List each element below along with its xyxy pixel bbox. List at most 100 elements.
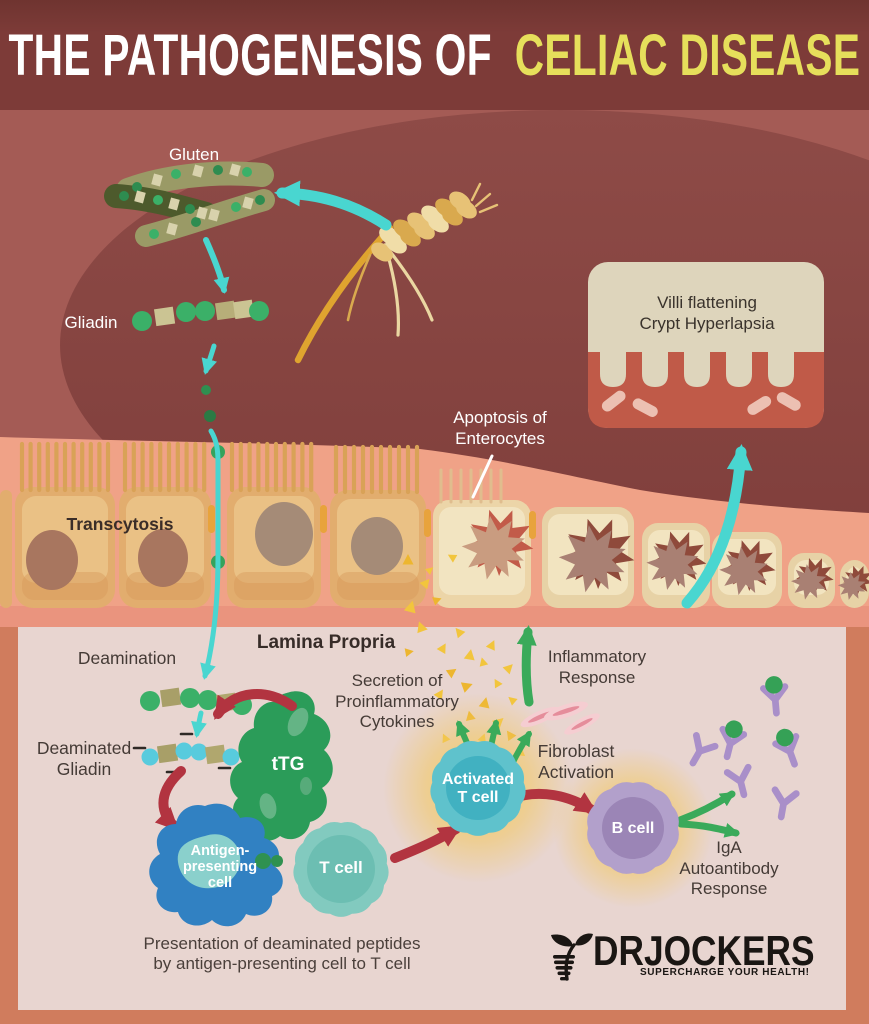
- peptide-unit: [156, 743, 179, 764]
- cytokine-triangle: [403, 600, 416, 614]
- cytokine-triangle: [447, 554, 458, 563]
- cytokine-triangle: [485, 640, 495, 651]
- basement-membrane-band: [0, 606, 869, 627]
- cell-nucleus: [351, 517, 403, 575]
- peptide-unit: [176, 302, 196, 322]
- gluten-molecule: [104, 161, 275, 247]
- peptide-unit: [204, 744, 227, 765]
- arrow-wheat-to-gluten: [274, 180, 392, 231]
- antigen-presenting-cell: [149, 803, 283, 927]
- antibody-icon: [719, 720, 748, 761]
- cytokine-triangle: [460, 682, 473, 693]
- cytokine-triangle: [436, 643, 446, 654]
- gluten-label: Gluten: [168, 145, 220, 164]
- arrow-to-villi-box: [681, 444, 753, 609]
- arrow-tcell-activation: [390, 824, 462, 863]
- peptide-unit: [175, 742, 193, 760]
- title-banner: THE PATHOGENESIS OF CELIAC DISEASE: [0, 0, 869, 110]
- logo-tagline: SUPERCHARGE YOUR HEALTH!: [640, 967, 810, 978]
- cell-nucleus: [26, 530, 78, 590]
- gliadin-label: Gliadin: [64, 313, 118, 332]
- iga-antibodies: [689, 676, 800, 821]
- peptide-unit: [190, 743, 208, 761]
- ttg-enzyme: [230, 691, 333, 841]
- ttg-label: tTG: [271, 754, 305, 775]
- arrow-iga-upper: [676, 790, 736, 824]
- cell-nucleus: [138, 529, 188, 587]
- inflammatory-label: Inflammatory Response: [547, 647, 647, 687]
- peptide-unit: [140, 691, 160, 711]
- antigen-dot: [776, 728, 794, 747]
- antibody-icon: [723, 763, 752, 799]
- fibroblasts: [520, 701, 600, 735]
- bcell-label: B cell: [611, 820, 655, 837]
- gliadin-molecule: [132, 299, 269, 331]
- flattened-villi: [600, 352, 794, 387]
- b-cell: [587, 782, 679, 874]
- antibody-icon: [760, 676, 789, 717]
- antibody-icon: [771, 786, 800, 821]
- lamina-propria-label: Lamina Propria: [256, 632, 396, 653]
- arrow-deamination: [191, 710, 207, 738]
- title-prefix: THE PATHOGENESIS OF: [8, 22, 493, 88]
- arrow-to-apc: [154, 766, 186, 831]
- flow-arrows-red: [154, 689, 598, 863]
- peptide-unit: [153, 306, 176, 327]
- epithelial-cells: [0, 487, 869, 608]
- antibody-icon: [772, 728, 800, 768]
- epithelial-cell: [0, 490, 12, 608]
- cytokine-triangle: [419, 578, 430, 590]
- arrow-gliadin-down: [201, 343, 217, 375]
- activated-tcell-label: Activated T cell: [441, 771, 515, 807]
- cytokine-triangle: [417, 621, 428, 634]
- villi-flattening-box: [588, 262, 824, 428]
- arrow-transcytosis: [200, 428, 221, 680]
- page-title: THE PATHOGENESIS OF CELIAC DISEASE: [9, 22, 861, 89]
- iga-label: IgA Autoantibody Response: [679, 838, 779, 899]
- deaminated-gliadin-label: Deaminated Gliadin: [36, 738, 132, 780]
- peptide-unit: [141, 748, 159, 766]
- cytokine-triangle: [455, 627, 466, 639]
- tight-junctions: [208, 505, 536, 539]
- cytokine-triangle: [432, 597, 442, 606]
- peptide-presentation: [255, 853, 283, 869]
- cytokine-triangle: [479, 657, 489, 667]
- scene-graphic: [0, 110, 869, 1024]
- peptide-unit: [159, 687, 182, 708]
- cytokine-triangle: [433, 689, 443, 701]
- flow-arrows-cyan: [191, 180, 753, 738]
- arrow-iga-lower: [677, 820, 740, 838]
- peptide-unit: [222, 748, 240, 766]
- fibroblast-label: Fibroblast Activation: [537, 741, 615, 783]
- tcell-label: T cell: [319, 858, 363, 877]
- secretion-label: Secretion of Proinflammatory Cytokines: [335, 671, 459, 732]
- antibody-icon: [689, 732, 719, 767]
- peptide-unit: [180, 688, 200, 708]
- logo-wordmark: DRJOCKERS: [593, 927, 815, 974]
- deamination-label: Deamination: [77, 648, 177, 668]
- t-cell: [293, 822, 389, 917]
- villi-box-label: Villi flattening Crypt Hyperlapsia: [639, 293, 775, 333]
- cytokine-triangle: [402, 554, 414, 565]
- peptide-unit: [195, 301, 215, 321]
- cytokine-triangle: [463, 649, 475, 661]
- peptide-unit: [249, 301, 269, 321]
- cytokine-triangle: [404, 648, 414, 657]
- presentation-caption: Presentation of deaminated peptides by a…: [143, 934, 421, 974]
- activated-t-cell: [430, 741, 526, 836]
- apc-label: Antigen- presenting cell: [182, 843, 258, 892]
- arrow-gluten-to-gliadin: [203, 237, 230, 294]
- antigen-dot: [765, 676, 783, 694]
- cytokine-triangle: [502, 664, 513, 675]
- cytokine-triangle: [425, 567, 434, 575]
- arrow-inflammatory: [516, 625, 537, 707]
- cytokine-triangle: [494, 678, 503, 689]
- apoptosis-pointer-line: [471, 454, 494, 499]
- wheat-icon: [294, 182, 499, 364]
- peptide-unit: [198, 690, 218, 710]
- sprout-logo-icon: [551, 933, 593, 981]
- deaminated-gliadin-chain: [141, 742, 240, 766]
- arrow-ttg-to-gliadin: [213, 689, 297, 720]
- antigen-dot: [725, 720, 743, 738]
